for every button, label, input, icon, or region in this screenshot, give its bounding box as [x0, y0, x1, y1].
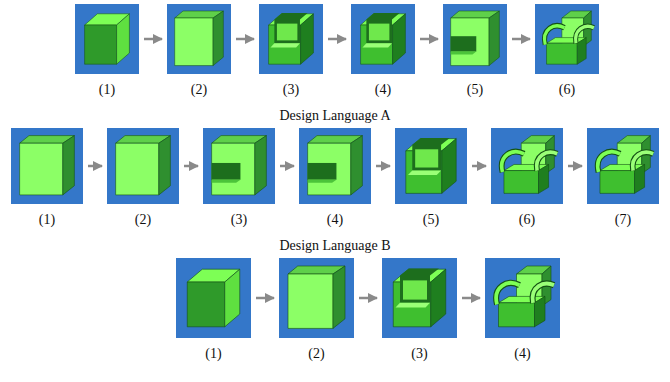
- step-number: (3): [382, 346, 457, 362]
- step-number: (7): [587, 212, 659, 228]
- cube-illustration: [75, 4, 139, 74]
- step-number: (4): [485, 346, 560, 362]
- step-arrow: [472, 165, 486, 168]
- cube-illustration: [382, 258, 457, 338]
- design-step-tile: (6): [535, 4, 599, 74]
- step-arrow: [420, 38, 438, 41]
- step-number: (2): [167, 82, 231, 98]
- step-arrow: [236, 38, 254, 41]
- design-step-tile: (2): [107, 128, 179, 204]
- chair-illustration: [485, 258, 560, 338]
- cube-illustration: [203, 128, 275, 204]
- step-number: (3): [203, 212, 275, 228]
- cube-illustration: [279, 258, 354, 338]
- step-arrow: [88, 165, 102, 168]
- row-caption: Design Language B: [279, 237, 390, 255]
- design-step-tile: (3): [203, 128, 275, 204]
- design-step-tile: (2): [167, 4, 231, 74]
- design-step-tile: (4): [485, 258, 560, 338]
- design-step-tile: (1): [11, 128, 83, 204]
- step-number: (5): [395, 212, 467, 228]
- step-arrow: [376, 165, 390, 168]
- cube-illustration: [176, 258, 251, 338]
- step-arrow: [568, 165, 582, 168]
- step-arrow: [184, 165, 198, 168]
- design-step-tile: (1): [75, 4, 139, 74]
- step-number: (1): [75, 82, 139, 98]
- step-arrow: [256, 297, 274, 300]
- chair-illustration: [587, 128, 659, 204]
- design-step-tile: (7): [587, 128, 659, 204]
- step-number: (6): [491, 212, 563, 228]
- cube-illustration: [167, 4, 231, 74]
- design-step-tile: (5): [395, 128, 467, 204]
- step-number: (4): [299, 212, 371, 228]
- step-number: (4): [351, 82, 415, 98]
- step-number: (2): [107, 212, 179, 228]
- step-arrow: [328, 38, 346, 41]
- step-arrow: [512, 38, 530, 41]
- step-arrow: [462, 297, 480, 300]
- step-arrow: [359, 297, 377, 300]
- step-number: (1): [11, 212, 83, 228]
- step-number: (5): [443, 82, 507, 98]
- step-number: (6): [535, 82, 599, 98]
- step-arrow: [144, 38, 162, 41]
- step-number: (3): [259, 82, 323, 98]
- design-step-tile: (2): [279, 258, 354, 338]
- design-step-tile: (3): [259, 4, 323, 74]
- design-step-tile: (6): [491, 128, 563, 204]
- cube-illustration: [395, 128, 467, 204]
- step-number: (1): [176, 346, 251, 362]
- cube-illustration: [11, 128, 83, 204]
- design-step-tile: (3): [382, 258, 457, 338]
- cube-illustration: [259, 4, 323, 74]
- cube-illustration: [443, 4, 507, 74]
- chair-illustration: [535, 4, 599, 74]
- row-caption: Design Language A: [279, 107, 390, 125]
- design-step-tile: (4): [351, 4, 415, 74]
- design-step-tile: (1): [176, 258, 251, 338]
- cube-illustration: [107, 128, 179, 204]
- design-step-tile: (4): [299, 128, 371, 204]
- cube-illustration: [299, 128, 371, 204]
- design-step-tile: (5): [443, 4, 507, 74]
- step-number: (2): [279, 346, 354, 362]
- chair-illustration: [491, 128, 563, 204]
- cube-illustration: [351, 4, 415, 74]
- step-arrow: [280, 165, 294, 168]
